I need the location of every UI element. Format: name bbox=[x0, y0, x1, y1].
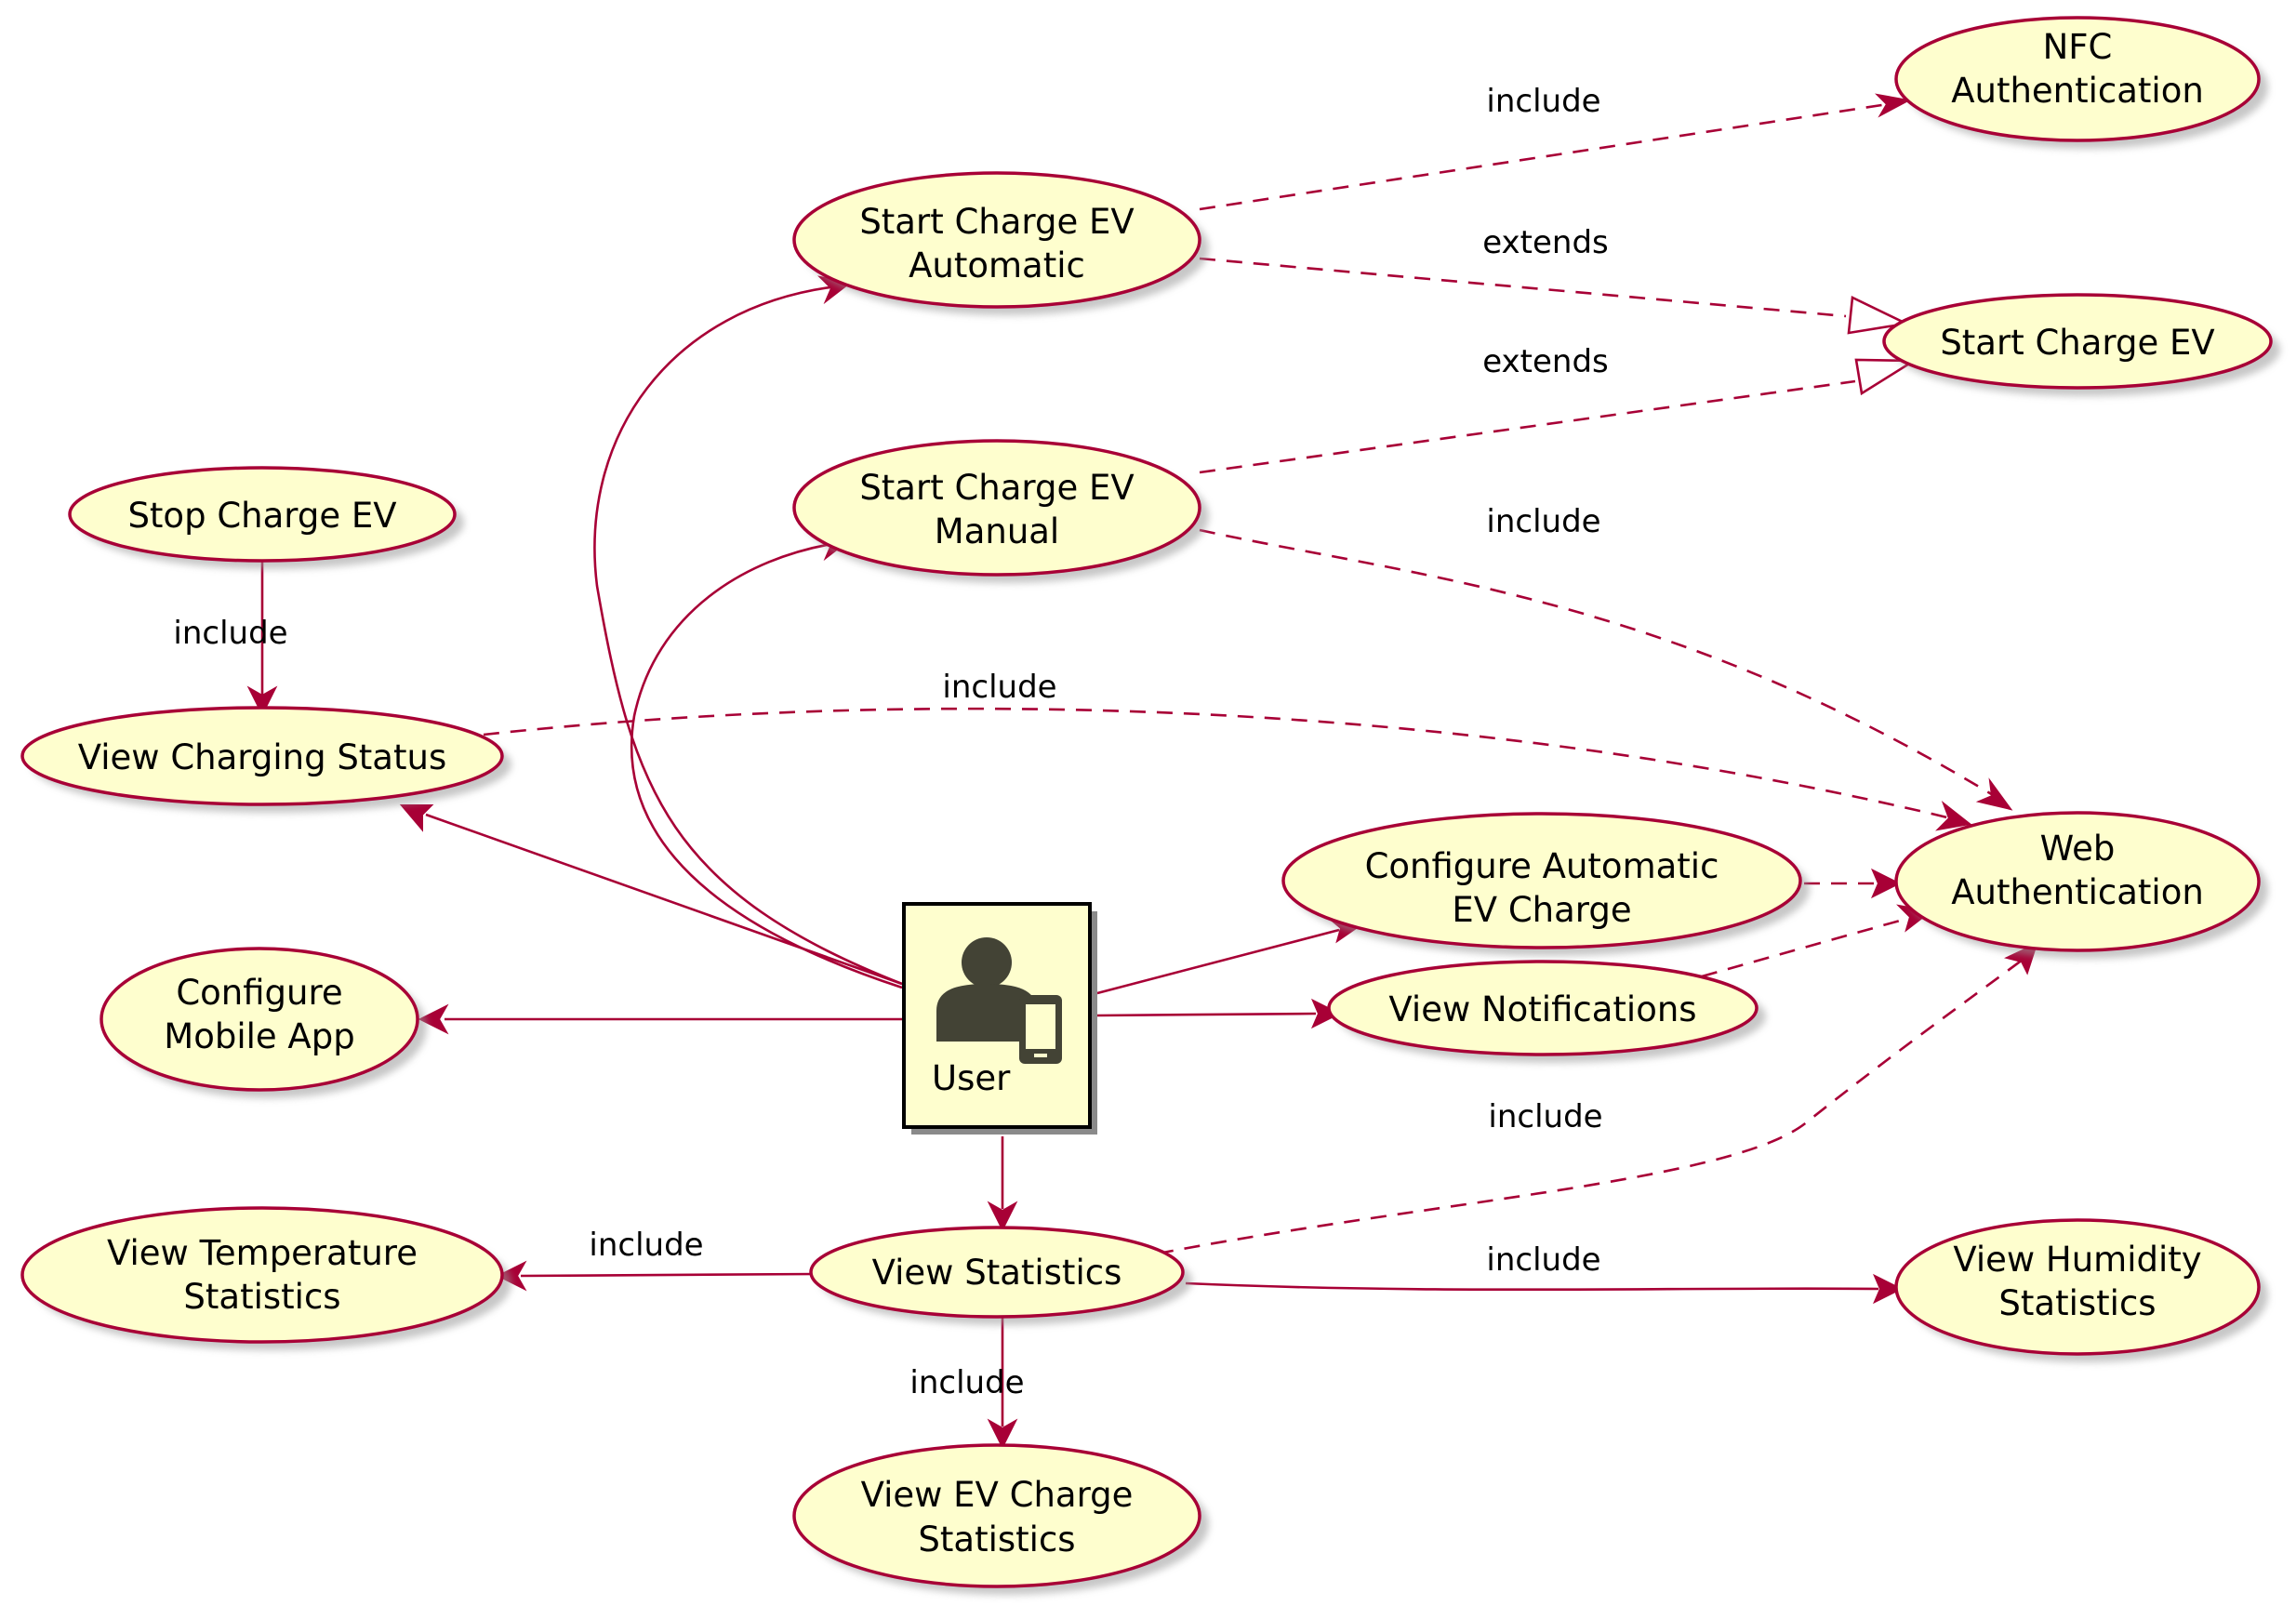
edge-user-manual bbox=[630, 532, 903, 989]
edge-user-configure-auto bbox=[1096, 917, 1364, 995]
edge-label: extends bbox=[1482, 343, 1609, 380]
edge-automatic-nfc-include: include bbox=[1199, 83, 1912, 211]
use-case-label: View Charging Status bbox=[78, 737, 446, 777]
use-case-web-authentication[interactable]: Web Authentication bbox=[1894, 811, 2268, 959]
edge-user-statistics bbox=[987, 1136, 1018, 1232]
use-case-label: Start Charge EV bbox=[859, 202, 1134, 242]
use-case-label: Manual bbox=[935, 511, 1059, 551]
edge-configure-auto-web bbox=[1804, 868, 1902, 899]
use-case-nfc-authentication[interactable]: NFC Authentication bbox=[1894, 16, 2268, 149]
use-case-label: View Statistics bbox=[872, 1253, 1122, 1293]
actor-label: User bbox=[932, 1058, 1011, 1098]
use-case-label: Web bbox=[2040, 829, 2116, 869]
use-case-label: Authentication bbox=[1951, 71, 2204, 111]
edge-label: include bbox=[1486, 83, 1600, 120]
use-case-start-charge-automatic[interactable]: Start Charge EV Automatic bbox=[792, 171, 1209, 315]
edge-label: include bbox=[589, 1227, 703, 1264]
use-case-view-humidity-statistics[interactable]: View Humidity Statistics bbox=[1894, 1218, 2268, 1362]
edge-label: include bbox=[942, 669, 1056, 706]
edge-user-status bbox=[399, 804, 903, 986]
use-case-label: Mobile App bbox=[164, 1016, 354, 1056]
edge-label: include bbox=[1486, 1241, 1600, 1279]
edge-status-web-include: include bbox=[483, 669, 1972, 831]
use-case-label: Configure Automatic bbox=[1365, 846, 1719, 886]
use-case-label: Stop Charge EV bbox=[127, 496, 396, 536]
use-case-view-ev-charge-statistics[interactable]: View EV Charge Statistics bbox=[792, 1443, 1209, 1595]
edge-automatic-extends: extends bbox=[1199, 224, 1911, 335]
use-case-stop-charge[interactable]: Stop Charge EV bbox=[68, 466, 464, 569]
edge-user-notifications bbox=[1096, 998, 1342, 1029]
edge-user-configure-app bbox=[418, 1003, 904, 1035]
edge-label: include bbox=[173, 615, 287, 652]
use-case-label: EV Charge bbox=[1452, 890, 1631, 930]
use-case-label: View Humidity bbox=[1953, 1240, 2201, 1280]
edge-stop-status-include: include bbox=[173, 556, 288, 717]
edge-label: include bbox=[1486, 503, 1600, 540]
use-case-configure-mobile-app[interactable]: Configure Mobile App bbox=[100, 947, 427, 1098]
use-case-label: View EV Charge bbox=[861, 1475, 1134, 1515]
use-case-label: View Temperature bbox=[107, 1233, 418, 1273]
use-case-label: Statistics bbox=[183, 1277, 340, 1317]
edge-statistics-temp-include: include bbox=[496, 1227, 817, 1292]
use-case-view-statistics[interactable]: View Statistics bbox=[809, 1226, 1192, 1325]
user-mobile-icon bbox=[936, 937, 1062, 1064]
edge-label: include bbox=[1488, 1098, 1602, 1135]
use-case-label: Start Charge EV bbox=[859, 468, 1134, 508]
edges: include extends extends include include bbox=[173, 83, 2038, 1450]
use-case-label: NFC bbox=[2043, 27, 2113, 67]
use-case-configure-automatic[interactable]: Configure Automatic EV Charge bbox=[1281, 812, 1810, 956]
use-case-label: Authentication bbox=[1951, 872, 2204, 912]
use-case-label: View Notifications bbox=[1388, 989, 1696, 1029]
edge-label: include bbox=[909, 1364, 1024, 1401]
use-case-label: Start Charge EV bbox=[1940, 323, 2214, 363]
use-cases: NFC Authentication Start Charge EV Autom… bbox=[20, 16, 2280, 1595]
use-case-start-charge[interactable]: Start Charge EV bbox=[1882, 293, 2280, 396]
use-case-view-temperature-statistics[interactable]: View Temperature Statistics bbox=[20, 1206, 511, 1350]
edge-label: extends bbox=[1482, 224, 1609, 261]
actor-user[interactable]: User bbox=[902, 902, 1097, 1135]
use-case-label: Statistics bbox=[1998, 1283, 2156, 1323]
edge-manual-extends: extends bbox=[1199, 343, 1918, 474]
edge-statistics-humidity-include: include bbox=[1185, 1241, 1904, 1305]
edge-statistics-ev-include: include bbox=[909, 1315, 1025, 1450]
edge-manual-web-include: include bbox=[1199, 503, 2013, 811]
use-case-start-charge-manual[interactable]: Start Charge EV Manual bbox=[792, 439, 1209, 583]
use-case-label: Automatic bbox=[909, 246, 1085, 285]
edge-user-automatic bbox=[593, 275, 903, 986]
use-case-label: Statistics bbox=[918, 1519, 1075, 1559]
use-case-view-notifications[interactable]: View Notifications bbox=[1327, 960, 1766, 1063]
use-case-view-charging-status[interactable]: View Charging Status bbox=[20, 706, 511, 813]
use-case-label: Configure bbox=[176, 973, 342, 1013]
